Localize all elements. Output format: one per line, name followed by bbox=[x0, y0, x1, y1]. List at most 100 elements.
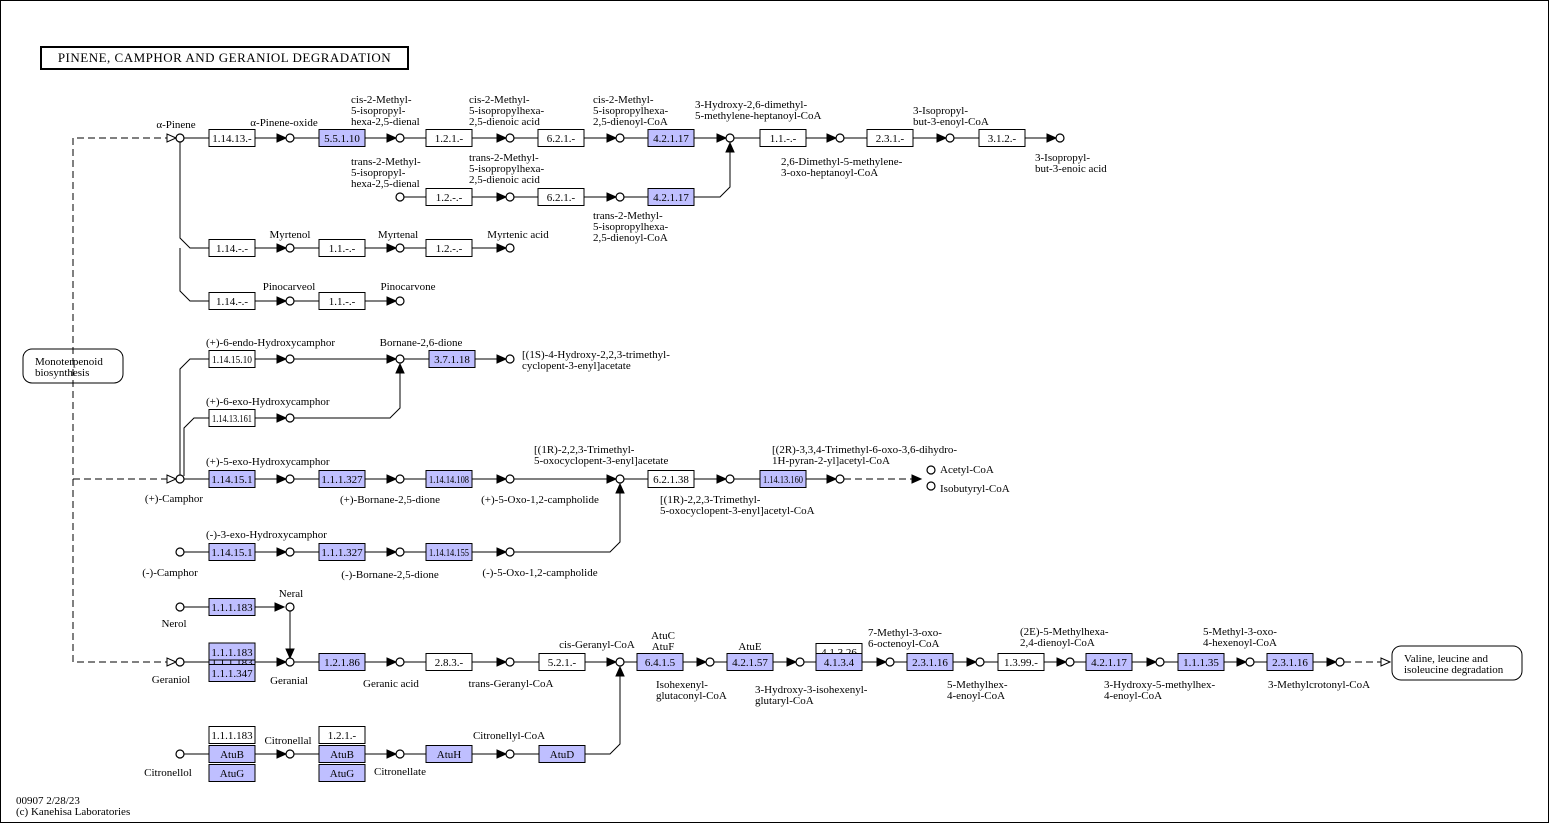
enzyme-label-e_3_7_1_18[interactable]: 3.7.1.18 bbox=[434, 354, 470, 366]
enzyme-box-e_1_1_1_183a[interactable] bbox=[208, 598, 256, 616]
compound-node[interactable] bbox=[285, 602, 295, 612]
enzyme-box-e_6_4_1_5[interactable] bbox=[636, 653, 684, 671]
enzyme-box-e_1_1_1[interactable] bbox=[759, 129, 807, 147]
compound-node[interactable] bbox=[885, 657, 895, 667]
compound-node[interactable] bbox=[395, 133, 405, 143]
compound-node[interactable] bbox=[395, 354, 405, 364]
enzyme-box-e_4_2_1_17b[interactable] bbox=[647, 188, 695, 206]
compound-node[interactable] bbox=[505, 354, 515, 364]
enzyme-label-e_1_14_15_1a[interactable]: 1.14.15.1 bbox=[211, 474, 252, 486]
enzyme-label-e_2_3_1[interactable]: 2.3.1.- bbox=[876, 133, 905, 145]
compound-node[interactable] bbox=[615, 474, 625, 484]
enzyme-label-e_atuh[interactable]: AtuH bbox=[437, 749, 462, 761]
compound-node[interactable] bbox=[395, 243, 405, 253]
enzyme-label-e_2_8_3[interactable]: 2.8.3.- bbox=[435, 657, 464, 669]
enzyme-box-e_6_2_1_38[interactable] bbox=[647, 470, 695, 488]
enzyme-label-e_1_1_1_183a[interactable]: 1.1.1.183 bbox=[211, 602, 253, 614]
compound-node[interactable] bbox=[395, 657, 405, 667]
enzyme-label-e_2_3_1_16a[interactable]: 2.3.1.16 bbox=[912, 657, 948, 669]
enzyme-box-e_atub_a[interactable] bbox=[208, 745, 256, 763]
compound-node[interactable] bbox=[395, 474, 405, 484]
compound-node[interactable] bbox=[285, 243, 295, 253]
enzyme-label-e_1_14_13_160[interactable]: 1.14.13.160 bbox=[763, 474, 803, 486]
compound-node[interactable] bbox=[285, 413, 295, 423]
enzyme-label-e_1_2_b[interactable]: 1.2.-.- bbox=[436, 192, 463, 204]
enzyme-label-e_5_5_1_10[interactable]: 5.5.1.10 bbox=[324, 133, 360, 145]
enzyme-box-e_1_2_1_86[interactable] bbox=[318, 653, 366, 671]
enzyme-box-e_1_2_b[interactable] bbox=[425, 188, 473, 206]
compound-node[interactable] bbox=[505, 133, 515, 143]
enzyme-box-e_1_3_99[interactable] bbox=[997, 653, 1045, 671]
enzyme-box-e_atug_b[interactable] bbox=[318, 764, 366, 782]
compound-node[interactable] bbox=[975, 657, 985, 667]
enzyme-box-e_1_14_b[interactable] bbox=[208, 292, 256, 310]
enzyme-label-e_atub_a[interactable]: AtuB bbox=[220, 749, 244, 761]
compound-node[interactable] bbox=[285, 474, 295, 484]
compound-node-camphor-plus[interactable] bbox=[175, 474, 185, 484]
enzyme-box-e_1_1_1_327b[interactable] bbox=[318, 543, 366, 561]
compound-node[interactable] bbox=[705, 657, 715, 667]
enzyme-box-e_6_2_1b[interactable] bbox=[537, 188, 585, 206]
enzyme-box-e_1_1_a[interactable] bbox=[318, 239, 366, 257]
enzyme-label-e_1_2_1[interactable]: 1.2.1.- bbox=[435, 133, 464, 145]
enzyme-label-e_5_2_1[interactable]: 5.2.1.- bbox=[548, 657, 577, 669]
enzyme-box-e_2_8_3[interactable] bbox=[425, 653, 473, 671]
enzyme-label-e_6_2_1b[interactable]: 6.2.1.- bbox=[547, 192, 576, 204]
enzyme-label-e_atub_b[interactable]: AtuB bbox=[330, 749, 354, 761]
enzyme-label-e_1_14_14_108[interactable]: 1.14.14.108 bbox=[429, 474, 469, 486]
enzyme-box-e_1_14_13_160[interactable] bbox=[759, 470, 807, 488]
enzyme-box-e_3_1_2[interactable] bbox=[978, 129, 1026, 147]
compound-node[interactable] bbox=[505, 749, 515, 759]
compound-node[interactable] bbox=[285, 354, 295, 364]
compound-node[interactable] bbox=[615, 133, 625, 143]
enzyme-label-e_3_1_2[interactable]: 3.1.2.- bbox=[988, 133, 1017, 145]
enzyme-box-e_2_3_1_16b[interactable] bbox=[1266, 653, 1314, 671]
enzyme-box-e_1_1_1_183c[interactable] bbox=[208, 726, 256, 744]
enzyme-label-e_1_1_1_327a[interactable]: 1.1.1.327 bbox=[321, 474, 363, 486]
enzyme-box-e_1_14_14_155[interactable] bbox=[425, 543, 473, 561]
compound-node[interactable] bbox=[285, 749, 295, 759]
enzyme-label-e_1_2_c[interactable]: 1.2.-.- bbox=[436, 243, 463, 255]
compound-node[interactable] bbox=[1065, 657, 1075, 667]
enzyme-label-e_4_2_1_17b[interactable]: 4.2.1.17 bbox=[653, 192, 689, 204]
enzyme-label-e_1_1_a[interactable]: 1.1.-.- bbox=[329, 243, 356, 255]
enzyme-box-e_1_14_15_1b[interactable] bbox=[208, 543, 256, 561]
compound-node[interactable] bbox=[615, 192, 625, 202]
enzyme-box-e_1_14_14_108[interactable] bbox=[425, 470, 473, 488]
compound-node[interactable] bbox=[835, 474, 845, 484]
enzyme-label-e_4_2_1_17a[interactable]: 4.2.1.17 bbox=[653, 133, 689, 145]
compound-node[interactable] bbox=[615, 657, 625, 667]
compound-node-geraniol[interactable] bbox=[175, 657, 185, 667]
enzyme-box-e_atud[interactable] bbox=[538, 745, 586, 763]
enzyme-box-e_atub_b[interactable] bbox=[318, 745, 366, 763]
enzyme-label-e_6_2_1_38[interactable]: 6.2.1.38 bbox=[653, 474, 689, 486]
enzyme-label-e_1_3_99[interactable]: 1.3.99.- bbox=[1004, 657, 1038, 669]
enzyme-box-e_2_3_1[interactable] bbox=[866, 129, 914, 147]
compound-node[interactable] bbox=[945, 133, 955, 143]
compound-node[interactable] bbox=[395, 296, 405, 306]
enzyme-box-e_1_2_1d[interactable] bbox=[318, 726, 366, 744]
enzyme-box-e_1_2_1[interactable] bbox=[425, 129, 473, 147]
enzyme-label-e_atud[interactable]: AtuD bbox=[550, 749, 575, 761]
enzyme-box-e_2_3_1_16a[interactable] bbox=[906, 653, 954, 671]
compound-node[interactable] bbox=[725, 133, 735, 143]
enzyme-label-e_6_2_1[interactable]: 6.2.1.- bbox=[547, 133, 576, 145]
enzyme-label-e_1_14_14_155[interactable]: 1.14.14.155 bbox=[429, 547, 469, 559]
enzyme-label-e_4_2_1_57[interactable]: 4.2.1.57 bbox=[732, 657, 768, 669]
enzyme-label-e_atug_b[interactable]: AtuG bbox=[330, 768, 355, 780]
enzyme-box-e_1_14_15_10[interactable] bbox=[208, 350, 256, 368]
compound-node[interactable] bbox=[395, 749, 405, 759]
enzyme-box-e_1_14_13_161[interactable] bbox=[208, 409, 256, 427]
enzyme-label-e_1_14_a[interactable]: 1.14.-.- bbox=[216, 243, 248, 255]
enzyme-box-e_6_2_1[interactable] bbox=[537, 129, 585, 147]
enzyme-label-e_6_4_1_5[interactable]: 6.4.1.5 bbox=[645, 657, 676, 669]
enzyme-label-e_1_14_15_1b[interactable]: 1.14.15.1 bbox=[211, 547, 252, 559]
compound-node[interactable] bbox=[835, 133, 845, 143]
enzyme-box-e_1_1_1_35[interactable] bbox=[1177, 653, 1225, 671]
enzyme-label-e_2_3_1_16b[interactable]: 2.3.1.16 bbox=[1272, 657, 1308, 669]
enzyme-box-e_1_1_1_327a[interactable] bbox=[318, 470, 366, 488]
compound-node-a-pinene[interactable] bbox=[175, 133, 185, 143]
enzyme-box-e_5_5_1_10[interactable] bbox=[318, 129, 366, 147]
enzyme-box-e_4_2_1_17a[interactable] bbox=[647, 129, 695, 147]
compound-node[interactable] bbox=[725, 474, 735, 484]
